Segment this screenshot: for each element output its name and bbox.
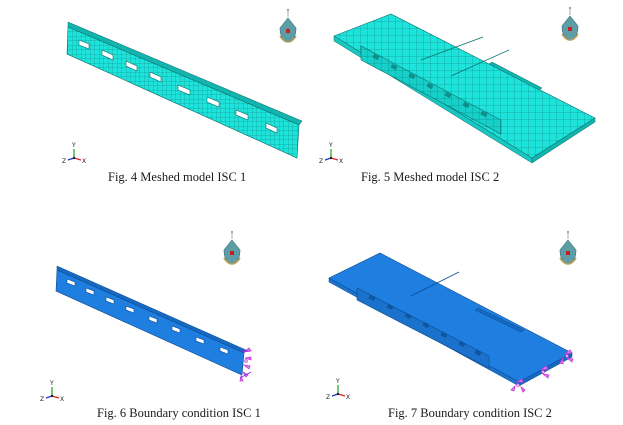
axis-x-label: X [60, 396, 64, 403]
figure-caption: Fig. 4 Meshed model ISC 1 [108, 170, 247, 184]
figure-caption: Fig. 6 Boundary condition ISC 1 [97, 406, 261, 420]
meshed-model-isc2-image: Y X Z [319, 6, 596, 165]
axis-triad-icon: Y X Z [40, 380, 64, 403]
axis-y-label: Y [71, 142, 76, 149]
figure-panel-fig7: Y X Z Fig. 7 Boundary condition ISC 2 [311, 212, 622, 424]
axis-triad-icon: Y X Z [62, 142, 86, 165]
axis-z-label: Z [40, 396, 44, 403]
figure-caption: Fig. 5 Meshed model ISC 2 [361, 170, 500, 184]
boundary-condition-isc1-image: Y X Z [40, 230, 252, 403]
axis-y-label: Y [49, 380, 54, 387]
view-orientation-icon [279, 8, 297, 43]
boundary-condition-icon [239, 347, 252, 382]
view-orientation-icon [559, 230, 577, 265]
axis-x-label: X [339, 158, 343, 165]
axis-z-label: Z [326, 394, 330, 401]
axis-x-label: X [82, 158, 86, 165]
view-orientation-icon [561, 6, 579, 41]
axis-triad-icon: Y X Z [319, 142, 343, 165]
figure-panel-fig6: Y X Z Fig. 6 Boundary condition ISC 1 [0, 212, 311, 424]
figure-caption: Fig. 7 Boundary condition ISC 2 [388, 406, 552, 420]
view-orientation-icon [223, 230, 241, 265]
axis-z-label: Z [62, 158, 66, 165]
axis-y-label: Y [328, 142, 333, 149]
meshed-model-isc1-image: Y X Z [62, 8, 303, 165]
axis-y-label: Y [335, 378, 340, 385]
axis-z-label: Z [319, 158, 323, 165]
figure-panel-fig4: Y X Z Fig. 4 Meshed model ISC 1 [0, 0, 311, 212]
boundary-condition-isc2-image: Y X Z [326, 230, 577, 401]
boundary-condition-icon [510, 349, 574, 393]
figure-panel-fig5: Y X Z Fig. 5 Meshed model ISC 2 [311, 0, 622, 212]
axis-x-label: X [346, 394, 350, 401]
axis-triad-icon: Y X Z [326, 378, 350, 401]
